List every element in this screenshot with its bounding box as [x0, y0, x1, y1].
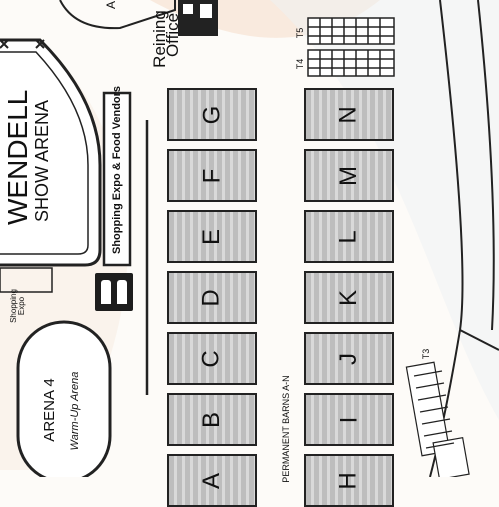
barn-letter-text: M [335, 165, 362, 186]
barn-letter: L [306, 212, 392, 261]
barn-letter: E [169, 212, 255, 261]
gate-arrows [0, 39, 45, 49]
barn-letter: A [169, 456, 255, 505]
barn-m: M [304, 149, 394, 202]
arena4-title: ARENA 4 [41, 378, 58, 442]
shopping-expo-label: Shopping Expo & Food Vendors [111, 85, 123, 254]
top-arena-outline [59, 0, 176, 30]
barn-letter: H [306, 456, 392, 505]
barn-letter-text: C [198, 349, 225, 368]
barn-letter-text: N [335, 105, 362, 124]
barn-h: H [304, 454, 394, 507]
barn-letter-text: E [197, 228, 225, 245]
barn-j: J [304, 332, 394, 385]
barn-letter: D [169, 273, 255, 322]
barn-letter: B [169, 395, 255, 444]
office-label: Office [163, 12, 182, 58]
barn-letter-text: G [197, 105, 225, 124]
barn-letter-text: H [335, 471, 362, 490]
arena4-subtitle: Warm-Up Arena [69, 371, 81, 451]
expo-small-label: Expo [17, 296, 26, 316]
barn-d: D [167, 271, 257, 324]
barn-letter-text: K [334, 289, 362, 306]
tent-stalls-t3 [405, 361, 470, 477]
barn-g: G [167, 88, 257, 141]
barn-letter-text: D [198, 288, 225, 307]
barn-letter: I [306, 395, 392, 444]
barn-letter-text: L [334, 229, 362, 244]
person-glyph [101, 280, 111, 304]
restroom-icon [95, 273, 133, 311]
window [183, 4, 193, 14]
barn-letter-text: F [197, 168, 225, 183]
restroom-icon [200, 4, 212, 18]
barn-a: A [167, 454, 257, 507]
barn-l: L [304, 210, 394, 263]
barn-c: C [167, 332, 257, 385]
road-edge [459, 329, 499, 351]
barn-f: F [167, 149, 257, 202]
shopping-expo-building [102, 91, 132, 267]
barn-letter: F [169, 151, 255, 200]
barn-e: E [167, 210, 257, 263]
barn-letter: C [169, 334, 255, 383]
barn-letter: M [306, 151, 392, 200]
arena-entrance [0, 267, 53, 293]
tent-label-t3: T3 [421, 348, 431, 360]
barn-letter: G [169, 90, 255, 139]
barn-b: B [167, 393, 257, 446]
permanent-barns-label: PERMANENT BARNS A-N [281, 375, 291, 483]
wendell-arena-outline [0, 38, 102, 267]
tent-grid-t5 [307, 17, 395, 45]
fairground-map [0, 0, 499, 477]
background-highlight [270, 0, 499, 420]
top-partial-label: A [104, 1, 118, 10]
barn-k: K [304, 271, 394, 324]
tent-label-t5: T5 [295, 27, 305, 39]
tent-label-t4: T4 [295, 58, 305, 70]
arena4-outline [16, 320, 112, 477]
barn-letter-text: A [197, 472, 225, 489]
barn-n: N [304, 88, 394, 141]
barn-letter: N [306, 90, 392, 139]
wendell-arena-inner [0, 51, 89, 255]
barn-letter: K [306, 273, 392, 322]
tent-grid-t4 [307, 49, 395, 77]
barn-letter-text: J [335, 352, 362, 365]
arena-name-line2: SHOW ARENA [32, 99, 52, 222]
arena-name-line1: WENDELL [2, 89, 33, 225]
barn-letter-text: B [197, 411, 225, 428]
barn-letter-text: I [334, 416, 362, 423]
barn-letter: J [306, 334, 392, 383]
road-edge [477, 0, 495, 331]
person-glyph [117, 280, 127, 304]
barn-i: I [304, 393, 394, 446]
